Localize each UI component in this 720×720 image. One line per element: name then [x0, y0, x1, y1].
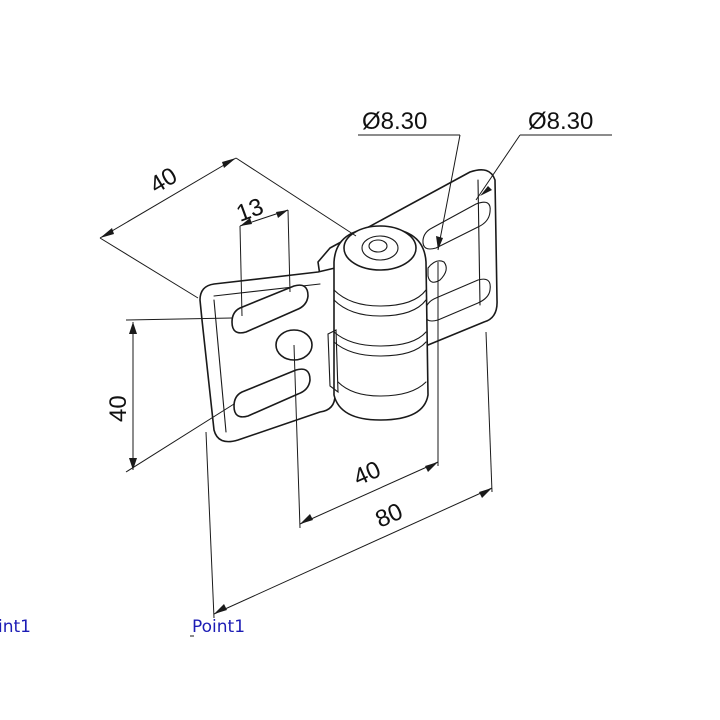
point-label-right: Point1	[192, 617, 245, 637]
dim-overall-length: 80	[371, 498, 406, 534]
slot-bottom-left	[233, 368, 311, 418]
front-leaf	[199, 267, 336, 443]
dim-hole-spacing: 40	[349, 456, 384, 492]
dim-diameter-left: Ø8.30	[362, 108, 427, 135]
slot-top-left	[231, 284, 309, 334]
slot-top-right	[422, 201, 491, 250]
hinge-part	[199, 169, 498, 443]
dim-slot-width: 13	[233, 193, 267, 228]
dim-width-top: 40	[145, 162, 182, 199]
dim-height-left: 40	[105, 395, 132, 422]
point-label-left: int1	[0, 617, 31, 637]
dimension-lines	[99, 134, 612, 619]
dim-diameter-right: Ø8.30	[528, 108, 593, 135]
pin-head	[343, 225, 417, 271]
